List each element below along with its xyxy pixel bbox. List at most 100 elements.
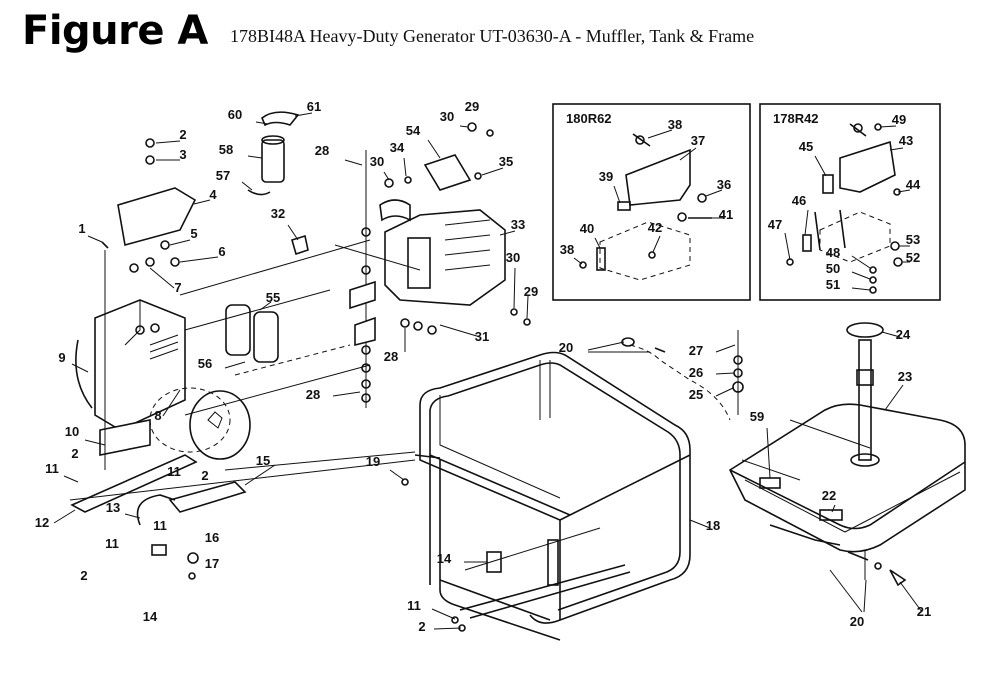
fuel-tank <box>728 322 966 553</box>
generator-frame <box>414 351 691 641</box>
figure-title: Figure A <box>22 8 208 54</box>
callout-8: 8 <box>154 408 161 423</box>
callout-56: 56 <box>198 356 212 371</box>
callout-11: 11 <box>45 461 59 476</box>
callout-54: 54 <box>406 123 421 138</box>
callout-15: 15 <box>256 453 270 468</box>
mount-rail <box>70 454 198 513</box>
callout-11: 11 <box>153 518 167 533</box>
capacitor-clamp <box>261 111 300 127</box>
callout-41: 41 <box>719 207 733 222</box>
callout-44: 44 <box>906 177 921 192</box>
muffler-bracket-54 <box>423 154 472 191</box>
inset-180r62-frame <box>552 103 751 301</box>
alternator-outline <box>149 387 231 453</box>
fuel-hose-path <box>629 344 731 421</box>
callout-40: 40 <box>580 221 594 236</box>
gasket-32 <box>291 234 309 256</box>
callout-46: 46 <box>792 193 806 208</box>
callout-11: 11 <box>167 464 181 479</box>
fuel-gauge-stem <box>858 339 872 461</box>
callout-28: 28 <box>384 349 398 364</box>
callout-61: 61 <box>307 99 321 114</box>
callout-2: 2 <box>80 568 87 583</box>
callout-20: 20 <box>559 340 573 355</box>
capacitor <box>261 139 285 183</box>
callout-20: 20 <box>850 614 864 629</box>
callout-11: 11 <box>105 536 119 551</box>
callout-2: 2 <box>418 619 425 634</box>
spark-screen-2 <box>253 311 279 363</box>
callout-30: 30 <box>506 250 520 265</box>
callout-4: 4 <box>209 187 217 202</box>
callout-2: 2 <box>179 127 186 142</box>
muffler-mount-31a <box>349 280 376 310</box>
callout-23: 23 <box>898 369 912 384</box>
base-outline-180r62 <box>599 221 691 281</box>
callout-38: 38 <box>668 117 682 132</box>
callout-14: 14 <box>437 551 452 566</box>
leader-lines <box>53 112 923 630</box>
callout-30: 30 <box>370 154 384 169</box>
mount-block <box>99 419 151 456</box>
mount-bracket <box>168 481 247 513</box>
callout-48: 48 <box>826 245 840 260</box>
callout-52: 52 <box>906 250 920 265</box>
callout-28: 28 <box>315 143 329 158</box>
callout-51: 51 <box>826 277 840 292</box>
muffler-inlet <box>379 199 411 222</box>
callout-21: 21 <box>917 604 931 619</box>
callout-43: 43 <box>899 133 913 148</box>
callout-55: 55 <box>266 290 280 305</box>
callout-36: 36 <box>717 177 731 192</box>
spark-screen-1 <box>225 304 251 356</box>
callout-57: 57 <box>216 168 230 183</box>
callout-25: 25 <box>689 387 703 402</box>
callout-14: 14 <box>143 609 158 624</box>
decal-22 <box>819 509 843 521</box>
callout-7: 7 <box>174 280 181 295</box>
callout-24: 24 <box>896 327 911 342</box>
callout-16: 16 <box>205 530 219 545</box>
callout-29: 29 <box>465 99 479 114</box>
callout-37: 37 <box>691 133 705 148</box>
callout-1: 1 <box>78 221 85 236</box>
callout-30: 30 <box>440 109 454 124</box>
callout-17: 17 <box>205 556 219 571</box>
callout-33: 33 <box>511 217 525 232</box>
inset-180r62: 180R62 <box>552 103 751 301</box>
callout-5: 5 <box>190 226 197 241</box>
callout-9: 9 <box>58 350 65 365</box>
callout-2: 2 <box>71 446 78 461</box>
callout-10: 10 <box>65 424 79 439</box>
callout-13: 13 <box>106 500 120 515</box>
callout-26: 26 <box>689 365 703 380</box>
fuel-line <box>136 494 176 526</box>
callout-32: 32 <box>271 206 285 221</box>
callout-39: 39 <box>599 169 613 184</box>
callout-12: 12 <box>35 515 49 530</box>
bracket-180r62 <box>625 148 691 206</box>
alternator-assembly <box>70 299 251 580</box>
callout-47: 47 <box>768 217 782 232</box>
heat-shield <box>117 187 197 247</box>
muffler-mount-31b <box>354 316 376 347</box>
callout-49: 49 <box>892 112 906 127</box>
callout-58: 58 <box>219 142 233 157</box>
figure-subtitle: 178BI48A Heavy-Duty Generator UT-03630-A… <box>230 26 755 46</box>
callout-60: 60 <box>228 107 242 122</box>
callout-18: 18 <box>706 518 720 533</box>
callout-50: 50 <box>826 261 840 276</box>
inset-178r42-title: 178R42 <box>773 111 819 126</box>
callout-19: 19 <box>366 454 380 469</box>
filler-neck <box>850 453 880 467</box>
callout-29: 29 <box>524 284 538 299</box>
callout-28: 28 <box>306 387 320 402</box>
callout-34: 34 <box>390 140 405 155</box>
callout-31: 31 <box>475 329 489 344</box>
muffler-body <box>384 209 506 306</box>
inset-178r42-frame <box>759 103 941 301</box>
fuel-cap <box>846 322 884 338</box>
